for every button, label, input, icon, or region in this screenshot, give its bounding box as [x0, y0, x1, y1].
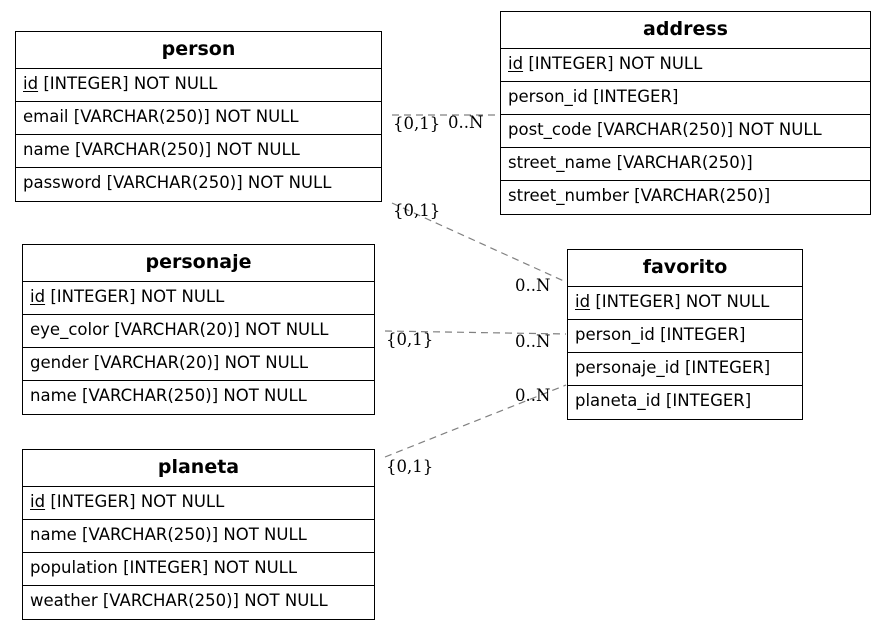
field-row: name [VARCHAR(250)] NOT NULL	[23, 381, 374, 414]
field-name: person_id	[508, 87, 588, 106]
primary-key-name: id	[30, 287, 46, 306]
field-type: [VARCHAR(250)]	[634, 186, 771, 205]
primary-key-name: id	[30, 492, 46, 511]
cardinality-person-address-to: 0..N	[448, 113, 484, 132]
field-row: post_code [VARCHAR(250)] NOT NULL	[501, 115, 870, 148]
field-type: [VARCHAR(250)]	[616, 153, 753, 172]
field-type: [VARCHAR(250)] NOT NULL	[596, 120, 822, 139]
field-type: [INTEGER] NOT NULL	[43, 74, 218, 93]
cardinality-personaje-favorito-from: {0,1}	[386, 330, 434, 349]
entity-planeta: planeta id [INTEGER] NOT NULL name [VARC…	[22, 449, 375, 620]
field-row: id [INTEGER] NOT NULL	[16, 69, 381, 102]
field-name: name	[23, 140, 70, 159]
field-name: street_number	[508, 186, 629, 205]
entity-favorito: favorito id [INTEGER] NOT NULL person_id…	[567, 249, 803, 420]
connector-person-favorito	[391, 202, 567, 283]
field-row: street_name [VARCHAR(250)]	[501, 148, 870, 181]
primary-key-name: id	[575, 292, 591, 311]
entity-title: planeta	[23, 450, 374, 487]
field-type: [INTEGER]	[660, 325, 746, 344]
field-row: password [VARCHAR(250)] NOT NULL	[16, 168, 381, 201]
field-row: id [INTEGER] NOT NULL	[501, 49, 870, 82]
field-type: [VARCHAR(20)] NOT NULL	[93, 353, 309, 372]
field-type: [INTEGER] NOT NULL	[595, 292, 770, 311]
cardinality-person-favorito-to: 0..N	[515, 276, 551, 295]
entity-address: address id [INTEGER] NOT NULL person_id …	[500, 11, 871, 215]
entity-title: address	[501, 12, 870, 49]
field-name: eye_color	[30, 320, 109, 339]
field-row: weather [VARCHAR(250)] NOT NULL	[23, 586, 374, 619]
field-name: population	[30, 558, 118, 577]
field-name: email	[23, 107, 69, 126]
connector-planeta-favorito	[384, 384, 567, 458]
field-name: name	[30, 525, 77, 544]
cardinality-planeta-favorito-from: {0,1}	[386, 457, 434, 476]
field-row: name [VARCHAR(250)] NOT NULL	[16, 135, 381, 168]
cardinality-planeta-favorito-to: 0..N	[515, 386, 551, 405]
field-type: [VARCHAR(250)] NOT NULL	[82, 386, 307, 405]
field-type: [INTEGER] NOT NULL	[123, 558, 298, 577]
entity-personaje: personaje id [INTEGER] NOT NULL eye_colo…	[22, 244, 375, 415]
field-name: planeta_id	[575, 391, 661, 410]
field-type: [INTEGER]	[665, 391, 752, 410]
field-type: [VARCHAR(250)] NOT NULL	[106, 173, 332, 192]
entity-title: personaje	[23, 245, 374, 282]
field-row: name [VARCHAR(250)] NOT NULL	[23, 520, 374, 553]
field-type: [VARCHAR(250)] NOT NULL	[82, 525, 307, 544]
entity-title: person	[16, 32, 381, 69]
field-name: personaje_id	[575, 358, 680, 377]
field-type: [INTEGER] NOT NULL	[528, 54, 703, 73]
entity-title: favorito	[568, 250, 802, 287]
field-type: [INTEGER]	[684, 358, 771, 377]
primary-key-name: id	[508, 54, 524, 73]
field-row: person_id [INTEGER]	[501, 82, 870, 115]
field-type: [INTEGER]	[593, 87, 679, 106]
field-name: gender	[30, 353, 89, 372]
field-name: street_name	[508, 153, 612, 172]
field-row: person_id [INTEGER]	[568, 320, 802, 353]
field-name: password	[23, 173, 102, 192]
field-row: eye_color [VARCHAR(20)] NOT NULL	[23, 315, 374, 348]
primary-key-name: id	[23, 74, 39, 93]
field-row: planeta_id [INTEGER]	[568, 386, 802, 419]
field-name: name	[30, 386, 77, 405]
field-row: gender [VARCHAR(20)] NOT NULL	[23, 348, 374, 381]
entity-person: person id [INTEGER] NOT NULL email [VARC…	[15, 31, 382, 202]
field-type: [VARCHAR(250)] NOT NULL	[73, 107, 299, 126]
connector-personaje-favorito	[384, 330, 567, 335]
field-row: street_number [VARCHAR(250)]	[501, 181, 870, 214]
field-row: id [INTEGER] NOT NULL	[568, 287, 802, 320]
field-name: post_code	[508, 120, 592, 139]
field-type: [VARCHAR(250)] NOT NULL	[75, 140, 300, 159]
cardinality-personaje-favorito-to: 0..N	[515, 332, 551, 351]
field-type: [INTEGER] NOT NULL	[50, 287, 225, 306]
field-type: [INTEGER] NOT NULL	[50, 492, 225, 511]
field-row: email [VARCHAR(250)] NOT NULL	[16, 102, 381, 135]
field-row: id [INTEGER] NOT NULL	[23, 487, 374, 520]
field-name: weather	[30, 591, 98, 610]
field-row: personaje_id [INTEGER]	[568, 353, 802, 386]
field-type: [VARCHAR(20)] NOT NULL	[114, 320, 329, 339]
field-row: population [INTEGER] NOT NULL	[23, 553, 374, 586]
field-name: person_id	[575, 325, 655, 344]
cardinality-person-favorito-from: {0,1}	[393, 201, 441, 220]
field-row: id [INTEGER] NOT NULL	[23, 282, 374, 315]
field-type: [VARCHAR(250)] NOT NULL	[102, 591, 328, 610]
cardinality-person-address-from: {0,1}	[393, 114, 441, 133]
